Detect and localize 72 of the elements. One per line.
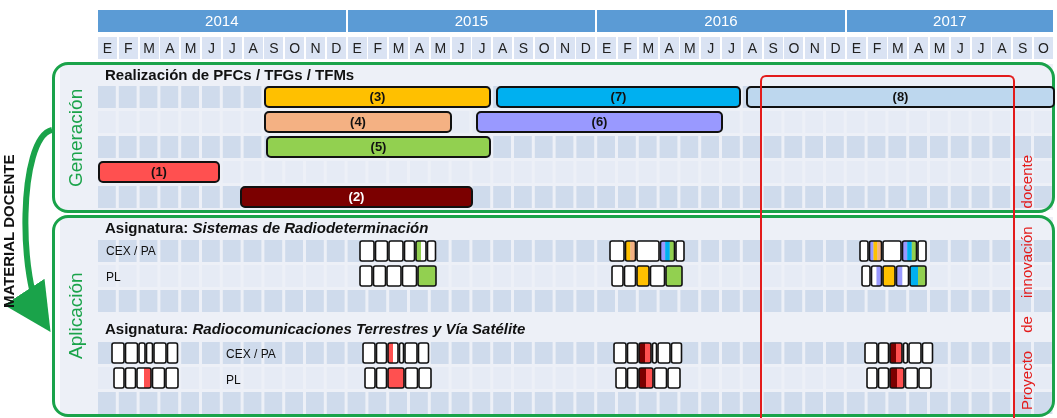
month-header: O — [784, 37, 804, 59]
month-header: E — [846, 37, 866, 59]
task-bar: (3) — [264, 86, 491, 108]
month-header: M — [888, 37, 908, 59]
edge-label: MATERIAL DOCENTE — [0, 153, 17, 310]
month-header: S — [514, 37, 533, 59]
task-bar: (4) — [264, 111, 452, 133]
month-header: J — [950, 37, 970, 59]
month-header: E — [597, 37, 617, 59]
month-header: A — [659, 37, 679, 59]
month-header: M — [638, 37, 658, 59]
month-header: A — [160, 37, 180, 59]
month-header: D — [576, 37, 596, 59]
year-header: 2016 — [597, 10, 845, 32]
month-header: A — [992, 37, 1012, 59]
month-header: D — [326, 37, 346, 59]
course-heading: Asignatura: Radiocomunicaciones Terrestres y Vía Satélite — [105, 320, 526, 337]
month-header: A — [493, 37, 513, 59]
task-bar: (8) — [746, 86, 1055, 108]
year-header: 2017 — [846, 10, 1053, 32]
year-header: 2014 — [98, 10, 346, 32]
month-header: J — [472, 37, 492, 59]
frame-label: Proyecto de innovación docente — [1018, 155, 1035, 410]
month-header: M — [430, 37, 450, 59]
task-bar: (7) — [496, 86, 741, 108]
phase-label: Aplicación — [65, 271, 87, 362]
task-bar: (1) — [98, 161, 220, 183]
month-header: J — [222, 37, 242, 59]
month-header: S — [264, 37, 284, 59]
month-header: S — [763, 37, 783, 59]
month-header: O — [534, 37, 554, 59]
curved-arrow — [6, 127, 54, 333]
month-header: J — [971, 37, 991, 59]
course-heading: Asignatura: Sistemas de Radiodeterminación — [105, 219, 429, 236]
task-bar: (6) — [476, 111, 723, 133]
month-header: J — [202, 37, 221, 59]
month-header: N — [805, 37, 825, 59]
phase-label: Generación — [65, 87, 87, 189]
month-header: O — [1034, 37, 1053, 59]
month-header: M — [930, 37, 949, 59]
month-header: F — [118, 37, 138, 59]
month-header: J — [451, 37, 471, 59]
year-header: 2015 — [347, 10, 596, 32]
month-header: O — [285, 37, 305, 59]
phase-band — [52, 215, 1055, 417]
task-bar: (5) — [266, 136, 491, 158]
month-header: F — [867, 37, 887, 59]
month-header: M — [181, 37, 201, 59]
month-header: D — [826, 37, 845, 59]
month-header: E — [347, 37, 367, 59]
row-label: CEX / PA — [106, 244, 156, 258]
month-header: N — [555, 37, 575, 59]
month-header: J — [701, 37, 721, 59]
phase-band — [52, 62, 1055, 213]
row-label: PL — [226, 373, 241, 387]
month-header: M — [389, 37, 409, 59]
month-header: S — [1013, 37, 1033, 59]
row-label: CEX / PA — [226, 347, 276, 361]
month-header: A — [742, 37, 762, 59]
month-header: E — [98, 37, 117, 59]
month-header: M — [139, 37, 159, 59]
month-header: N — [306, 37, 325, 59]
month-header: A — [909, 37, 929, 59]
section-heading: Realización de PFCs / TFGs / TFMs — [105, 66, 355, 83]
month-header: F — [368, 37, 388, 59]
month-header: A — [243, 37, 263, 59]
month-header: M — [680, 37, 700, 59]
task-bar: (2) — [240, 186, 473, 208]
month-header: F — [618, 37, 637, 59]
month-header: A — [410, 37, 429, 59]
month-header: J — [722, 37, 741, 59]
row-label: PL — [106, 270, 121, 284]
